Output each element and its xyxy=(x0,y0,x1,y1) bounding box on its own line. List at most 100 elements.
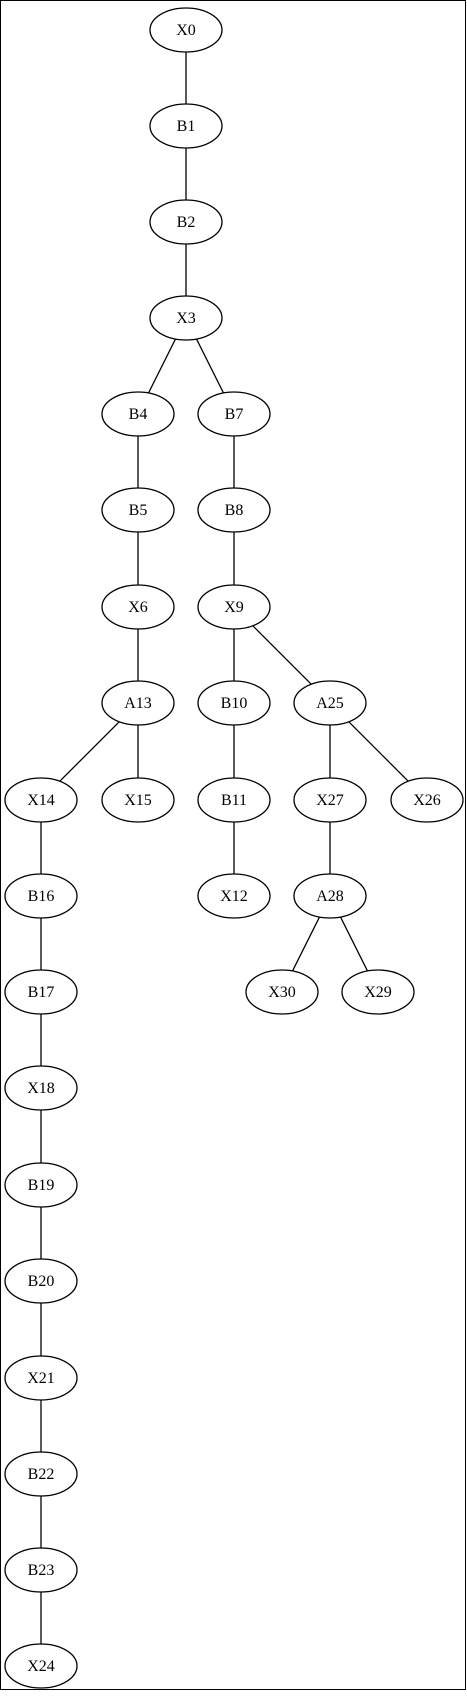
node-a25: A25 xyxy=(293,680,367,726)
node-b10: B10 xyxy=(197,680,271,726)
edge-a28-x30 xyxy=(291,916,321,972)
node-ellipse xyxy=(293,777,367,823)
node-ellipse xyxy=(197,391,271,437)
node-ellipse xyxy=(197,487,271,533)
node-ellipse xyxy=(197,584,271,630)
node-b8: B8 xyxy=(197,487,271,533)
node-label: X14 xyxy=(27,792,55,809)
node-label: X21 xyxy=(27,1370,55,1387)
node-x29: X29 xyxy=(341,969,415,1015)
node-ellipse xyxy=(4,1643,78,1689)
node-label: A28 xyxy=(316,888,344,905)
node-label: X27 xyxy=(316,792,344,809)
node-label: B11 xyxy=(221,792,247,809)
node-b22: B22 xyxy=(4,1451,78,1497)
node-b20: B20 xyxy=(4,1258,78,1304)
node-label: B20 xyxy=(28,1273,55,1290)
node-x6: X6 xyxy=(101,584,175,630)
node-ellipse xyxy=(4,1162,78,1208)
node-ellipse xyxy=(293,680,367,726)
edge-x3-b7 xyxy=(195,338,225,394)
node-ellipse xyxy=(101,777,175,823)
edge-a13-x14 xyxy=(59,721,120,782)
node-ellipse xyxy=(4,1547,78,1593)
node-b5: B5 xyxy=(101,487,175,533)
node-x24: X24 xyxy=(4,1643,78,1689)
node-ellipse xyxy=(341,969,415,1015)
node-ellipse xyxy=(197,777,271,823)
node-b7: B7 xyxy=(197,391,271,437)
node-x12: X12 xyxy=(197,873,271,919)
node-label: B7 xyxy=(225,406,244,423)
node-ellipse xyxy=(4,777,78,823)
node-ellipse xyxy=(197,680,271,726)
node-label: X29 xyxy=(364,984,392,1001)
node-label: A13 xyxy=(124,695,152,712)
edge-x3-b4 xyxy=(147,338,177,394)
node-label: X18 xyxy=(27,1080,55,1097)
edge-layer xyxy=(40,52,409,1644)
node-x15: X15 xyxy=(101,777,175,823)
node-x26: X26 xyxy=(390,777,464,823)
node-label: X30 xyxy=(268,984,296,1001)
node-label: X6 xyxy=(128,599,148,616)
node-x27: X27 xyxy=(293,777,367,823)
node-ellipse xyxy=(101,584,175,630)
node-label: B17 xyxy=(28,984,55,1001)
node-ellipse xyxy=(390,777,464,823)
node-label: X26 xyxy=(413,792,441,809)
node-x18: X18 xyxy=(4,1065,78,1111)
node-label: X0 xyxy=(176,22,196,39)
node-ellipse xyxy=(149,103,223,149)
node-label: A25 xyxy=(316,695,344,712)
node-b19: B19 xyxy=(4,1162,78,1208)
node-x9: X9 xyxy=(197,584,271,630)
node-b1: B1 xyxy=(149,103,223,149)
node-ellipse xyxy=(149,295,223,341)
node-x3: X3 xyxy=(149,295,223,341)
node-label: B4 xyxy=(129,406,148,423)
node-ellipse xyxy=(4,1451,78,1497)
node-b11: B11 xyxy=(197,777,271,823)
node-label: B19 xyxy=(28,1177,55,1194)
node-b16: B16 xyxy=(4,873,78,919)
node-label: B23 xyxy=(28,1562,55,1579)
node-ellipse xyxy=(101,391,175,437)
node-b2: B2 xyxy=(149,199,223,245)
node-b4: B4 xyxy=(101,391,175,437)
node-ellipse xyxy=(4,1258,78,1304)
node-label: X24 xyxy=(27,1658,55,1675)
node-label: X9 xyxy=(224,599,244,616)
node-label: B16 xyxy=(28,888,55,905)
node-x0: X0 xyxy=(149,7,223,53)
node-label: X15 xyxy=(124,792,152,809)
node-label: B10 xyxy=(221,695,248,712)
node-ellipse xyxy=(4,873,78,919)
node-label: X12 xyxy=(220,888,248,905)
node-ellipse xyxy=(4,1065,78,1111)
node-label: B5 xyxy=(129,502,148,519)
edge-x9-a25 xyxy=(252,625,312,685)
node-x21: X21 xyxy=(4,1355,78,1401)
edge-a28-x29 xyxy=(339,916,369,972)
node-ellipse xyxy=(101,487,175,533)
node-label: B2 xyxy=(177,214,196,231)
node-a28: A28 xyxy=(293,873,367,919)
node-x30: X30 xyxy=(245,969,319,1015)
node-b23: B23 xyxy=(4,1547,78,1593)
node-ellipse xyxy=(197,873,271,919)
node-ellipse xyxy=(149,199,223,245)
node-a13: A13 xyxy=(101,680,175,726)
node-ellipse xyxy=(4,1355,78,1401)
node-label: X3 xyxy=(176,310,196,327)
node-label: B8 xyxy=(225,502,244,519)
node-ellipse xyxy=(149,7,223,53)
edge-a25-x26 xyxy=(348,721,409,782)
node-b17: B17 xyxy=(4,969,78,1015)
node-ellipse xyxy=(101,680,175,726)
node-label: B22 xyxy=(28,1466,55,1483)
node-label: B1 xyxy=(177,118,196,135)
